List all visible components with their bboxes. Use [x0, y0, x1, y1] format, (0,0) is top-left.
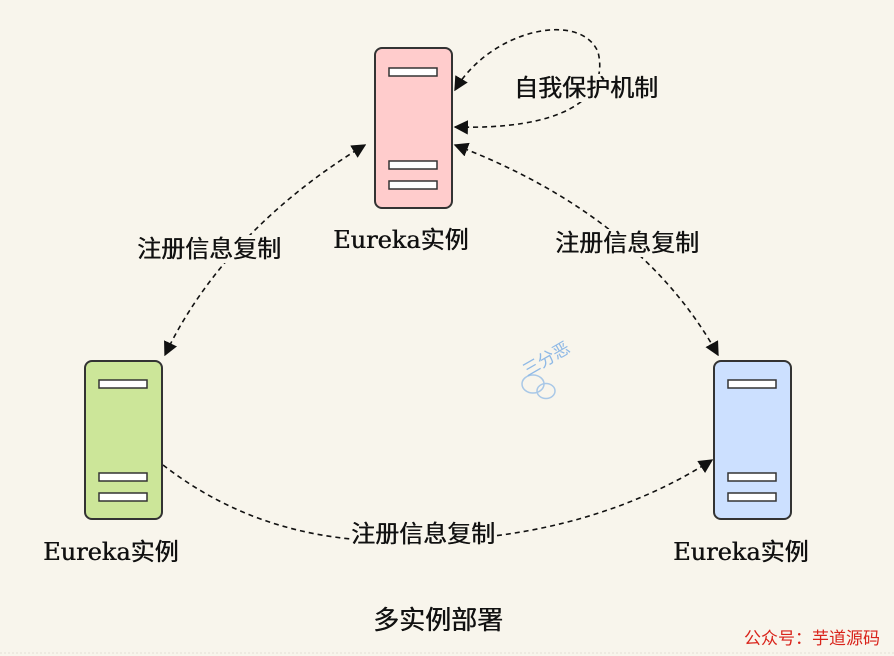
server-node-right [713, 360, 792, 520]
node-label-top: Eureka实例 [333, 226, 469, 254]
node-label-right: Eureka实例 [673, 538, 809, 566]
edge-label-self-loop: 自我保护机制 [514, 74, 658, 102]
footer-credit: 公众号：芋道源码 [744, 629, 880, 649]
node-label-left: Eureka实例 [43, 538, 179, 566]
server-node-top [374, 47, 453, 209]
wechat-bubble-icon [521, 374, 556, 400]
edge-label-top-left: 注册信息复制 [137, 235, 281, 263]
edge-label-left-right: 注册信息复制 [351, 520, 495, 548]
server-node-left [84, 360, 163, 520]
edge-self-loop [453, 29, 601, 135]
diagram-caption: 多实例部署 [373, 606, 504, 636]
edge-label-top-right: 注册信息复制 [555, 229, 699, 257]
edge-top-left [164, 144, 367, 357]
edge-top-right [453, 142, 719, 357]
